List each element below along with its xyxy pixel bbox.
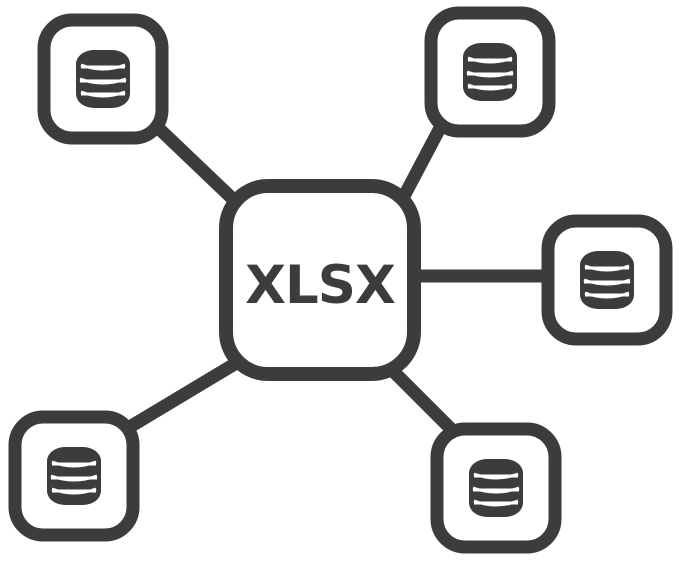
center-label: XLSX (245, 255, 395, 316)
connector-bottom-left (124, 356, 242, 434)
node-top-left (37, 13, 169, 145)
database-icon (467, 457, 525, 519)
database-icon (45, 445, 103, 507)
node-top-right (424, 6, 556, 138)
connectors (124, 115, 552, 435)
center-box (219, 179, 421, 381)
node-bottom-left (8, 410, 140, 542)
node-bottom-right (430, 422, 562, 554)
center-node: XLSX (219, 179, 421, 381)
database-icon (578, 249, 636, 311)
connector-bottom-right (387, 365, 457, 435)
database-icon (461, 41, 519, 103)
database-icon (74, 48, 132, 110)
connector-top-right (396, 124, 446, 204)
connector-top-left (145, 115, 243, 209)
node-right (541, 214, 673, 346)
